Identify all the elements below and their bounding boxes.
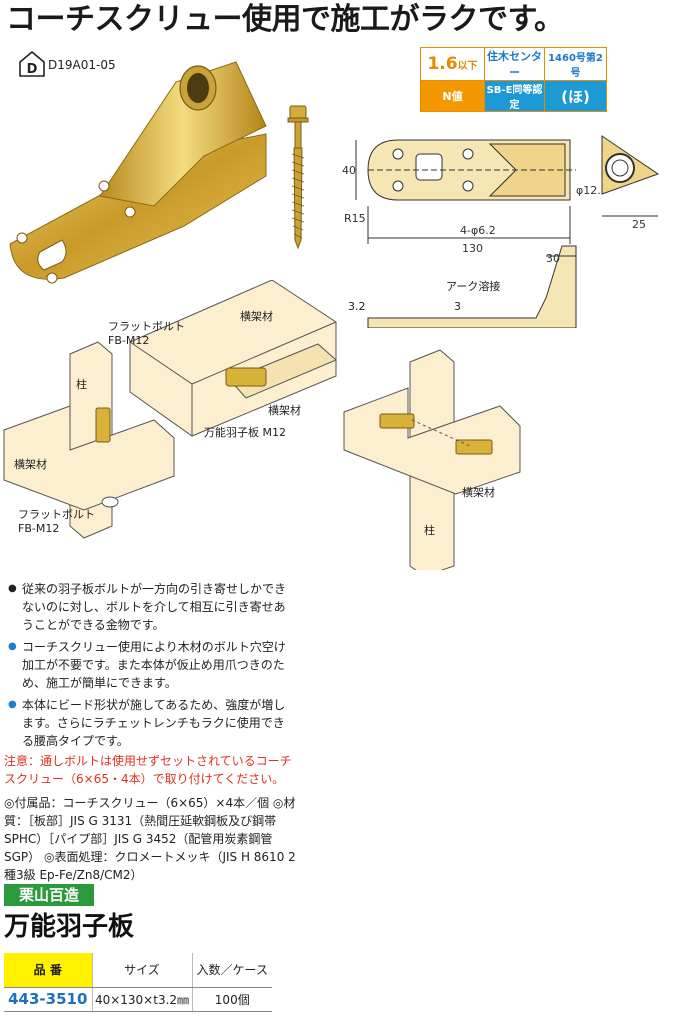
brand-badge: 栗山百造 [4, 884, 94, 906]
product-table: 品 番 サイズ 入数／ケース 443-3510 40×130×t3.2㎜ 100… [4, 953, 272, 1012]
table-header-row: 品 番 サイズ 入数／ケース [4, 953, 272, 988]
flat-bolt-top-spec: FB-M12 [108, 334, 150, 347]
n-value-suffix: 以下 [457, 61, 478, 72]
catalog-code: D19A01-05 [48, 58, 116, 72]
flat-bolt-bottom-name: フラットボルト [18, 508, 95, 521]
flat-bolt-bottom-spec: FB-M12 [18, 522, 60, 535]
n-label: N値 [420, 80, 485, 112]
flat-bolt-top-label: フラットボルト FB-M12 [108, 320, 185, 348]
dim-25: 25 [632, 218, 646, 231]
yokogazai-left-label: 横架材 [14, 458, 47, 471]
feature-item-2: コーチスクリュー使用により木材のボルト穴空け加工が不要です。また本体が仮止め用爪… [8, 638, 290, 692]
table-header-qty: 入数／ケース [191, 953, 272, 988]
yokogazai-right-label: 横架材 [462, 486, 495, 499]
n-value: 1.6 [427, 54, 458, 74]
yokogazai-top-label: 横架材 [240, 310, 273, 323]
dim-holes: 4-φ6.2 [460, 224, 496, 237]
coach-screw-image [287, 105, 309, 250]
hashira-right-label: 柱 [424, 524, 435, 537]
yokogazai-mid-label: 横架材 [268, 404, 301, 417]
ho-label: (ほ) [544, 80, 607, 112]
center-number: 1460号第2号 [544, 47, 607, 81]
feature-item-1: 従来の羽子板ボルトが一方向の引き寄せしかできないのに対し、ボルトを介して相互に引… [8, 580, 290, 634]
dim-30: 30 [546, 252, 560, 265]
house-d-icon: D [19, 50, 45, 77]
table-row: 443-3510 40×130×t3.2㎜ 100個 [4, 987, 272, 1012]
dim-pipe: φ12.7 [576, 184, 608, 197]
arc-weld-label: アーク溶接 [446, 280, 501, 293]
feature-item-3: 本体にビード形状が施してあるため、強度が増します。さらにラチェットレンチもラクに… [8, 696, 290, 750]
dimension-drawing: 40 R15 4-φ6.2 130 φ12.7 25 30 [342, 135, 660, 328]
spec-badges: 1.6以下 住木センター 1460号第2号 N値 SB-E同等認定 (ほ) [420, 47, 607, 112]
center-label: 住木センター [484, 47, 545, 81]
caution-note: 注意：通しボルトは使用せずセットされているコーチスクリュー（6×65・4本）で取… [4, 754, 292, 786]
feature-list: 従来の羽子板ボルトが一方向の引き寄せしかできないのに対し、ボルトを介して相互に引… [8, 580, 290, 754]
table-cell-code: 443-3510 [4, 987, 92, 1012]
page-headline: コーチスクリュー使用で施工がラクです。 [6, 2, 564, 37]
dim-40: 40 [342, 164, 356, 177]
n-value-cell: 1.6以下 [420, 47, 485, 81]
table-header-code: 品 番 [4, 953, 92, 988]
table-cell-qty: 100個 [191, 987, 272, 1012]
materials-info: ◎付属品：コーチスクリュー（6×65）×4本／個 ◎材質：［板部］JIS G 3… [4, 796, 296, 882]
code-symbol: D [27, 62, 38, 77]
flat-bolt-bottom-label: フラットボルト FB-M12 [18, 508, 95, 536]
installation-illustration [3, 280, 521, 570]
table-cell-size: 40×130×t3.2㎜ [91, 987, 192, 1012]
product-name: 万能羽子板 [4, 912, 135, 942]
table-header-size: サイズ [91, 953, 192, 988]
banno-hagoita-label: 万能羽子板 M12 [204, 426, 286, 439]
hashira-left-label: 柱 [76, 378, 87, 391]
dim-r15: R15 [344, 212, 366, 225]
dim-32-label: 3.2 [348, 300, 366, 313]
dim-130: 130 [462, 242, 483, 255]
product-photo [9, 61, 267, 284]
sb-e-label: SB-E同等認定 [484, 80, 545, 112]
dim-3-label: 3 [454, 300, 461, 313]
flat-bolt-top-name: フラットボルト [108, 320, 185, 333]
